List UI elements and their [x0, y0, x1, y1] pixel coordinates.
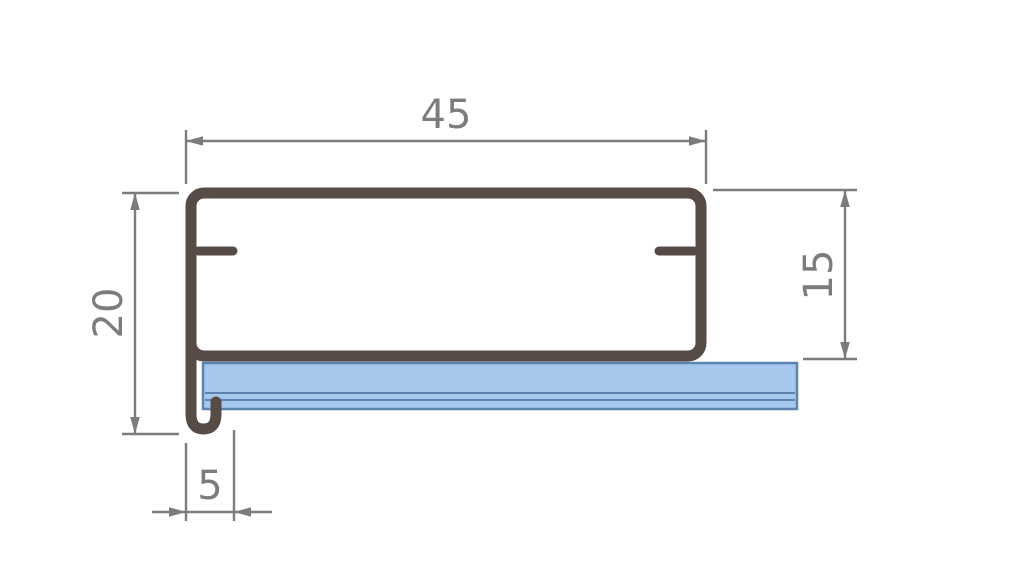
dimension-left-overall-height: 20: [86, 191, 179, 436]
profile-bottom-hook: [185, 324, 222, 435]
arrowhead-left: [186, 136, 203, 146]
dimension-top-width: 45: [184, 92, 708, 184]
arrowhead-top: [130, 193, 140, 210]
dimension-right-body-height: 15: [713, 188, 857, 361]
arrowhead-bottom: [840, 342, 850, 359]
profile-body-group: [185, 187, 707, 435]
dimension-value: 45: [421, 92, 472, 138]
arrowhead-right: [234, 507, 251, 517]
arrowhead-right: [689, 136, 706, 146]
dimension-bottom-lip-width: 5: [152, 430, 272, 521]
dimension-value: 20: [86, 288, 132, 339]
glass-panel-group: [201, 361, 799, 411]
profile-tube-outline: [185, 187, 707, 362]
arrowhead-top: [840, 190, 850, 207]
dimension-value: 15: [796, 250, 842, 301]
glass-panel: [201, 361, 799, 411]
arrowhead-bottom: [130, 417, 140, 434]
arrowhead-left: [169, 507, 186, 517]
dimension-value: 5: [197, 463, 222, 509]
